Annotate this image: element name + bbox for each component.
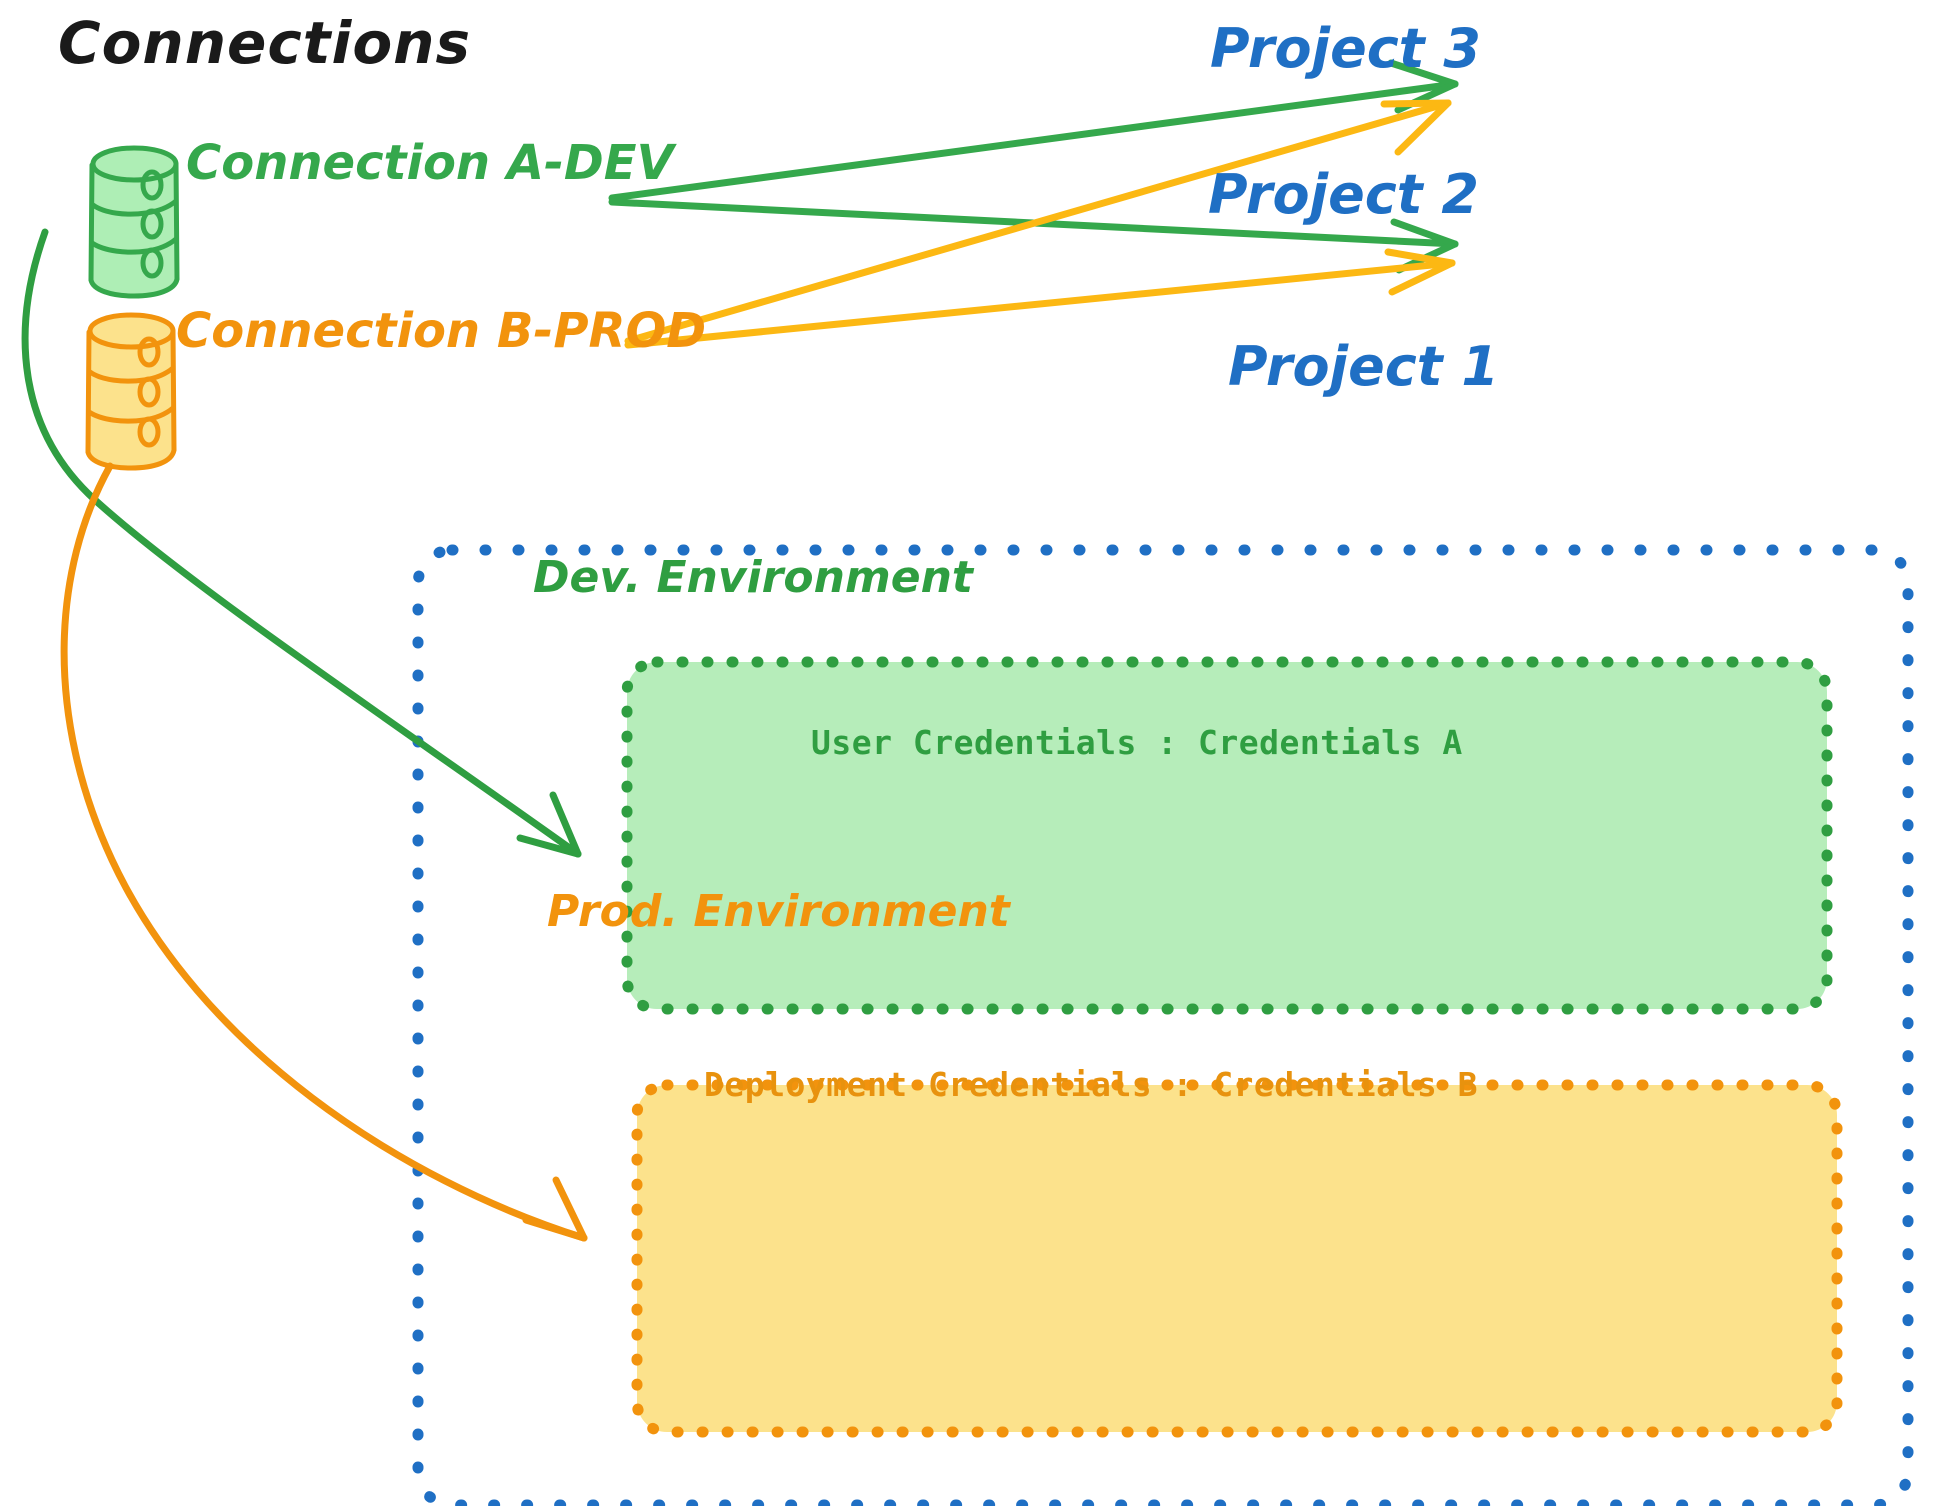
project-1-container: [412, 544, 1914, 1506]
prod-credentials-label: Deployment Credentials : Credentials B: [704, 1065, 1478, 1104]
prod-environment-box: [631, 1079, 1843, 1438]
edge-b-prod-to-project-3: [624, 99, 1452, 345]
dev-credentials-label: User Credentials : Credentials A: [811, 723, 1463, 762]
connection-label-b-prod[interactable]: Connection B-PROD: [176, 303, 707, 359]
prod-environment-label: Prod. Environment: [547, 886, 1010, 937]
connection-label-a-dev[interactable]: Connection A-DEV: [186, 135, 674, 191]
edge-a-dev-to-dev-environment: [21, 228, 582, 858]
dev-environment-label: Dev. Environment: [533, 552, 973, 603]
project-label-1[interactable]: Project 1: [1228, 335, 1499, 398]
database-icon-a-dev: [88, 145, 180, 299]
project-label-2[interactable]: Project 2: [1208, 163, 1479, 226]
dev-environment-box: [621, 656, 1833, 1015]
page-title: Connections: [58, 9, 471, 77]
project-label-3[interactable]: Project 3: [1210, 17, 1481, 80]
edge-b-prod-to-prod-environment: [60, 462, 588, 1242]
edge-b-prod-to-project-2: [624, 248, 1456, 349]
database-icon-b-prod: [85, 312, 177, 471]
